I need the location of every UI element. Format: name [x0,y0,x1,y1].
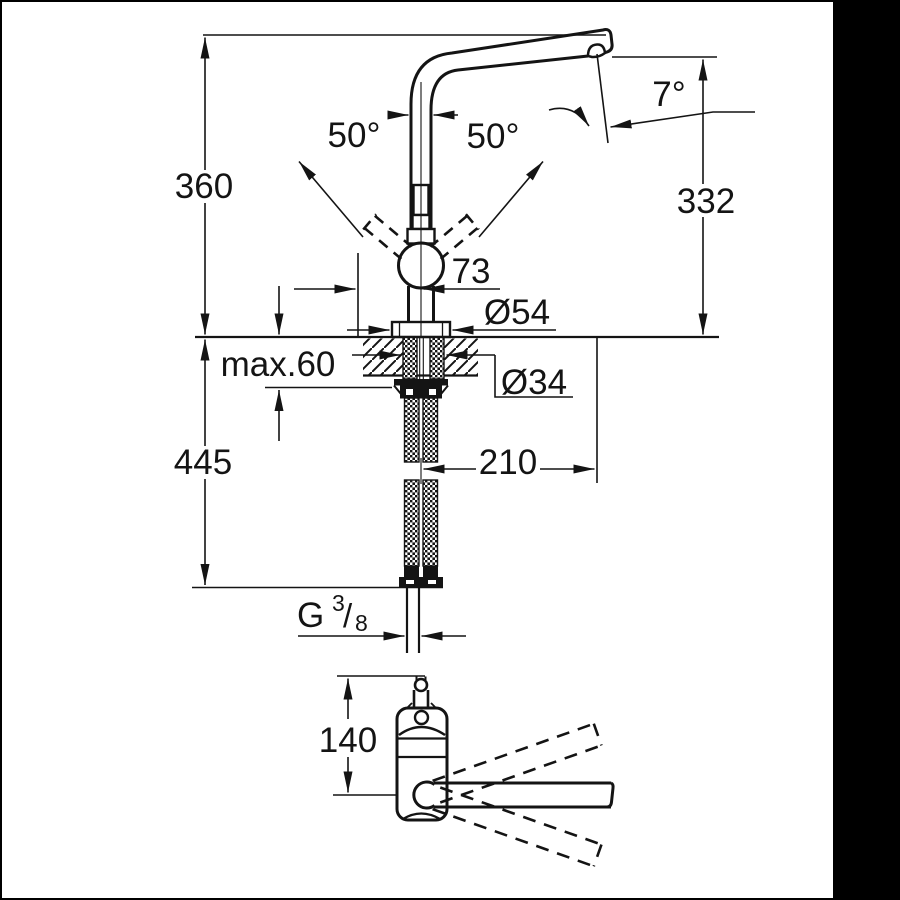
spray-direction-line [596,53,609,144]
spout-swivel-upper-dashed [432,722,603,804]
dim-label-thread-g38: G 3 / 8 [297,590,368,636]
side-view [195,28,719,653]
lever-tip-plan [413,677,429,693]
lever-position-right-dashed [429,213,480,260]
spout-outer-edge [409,28,614,243]
spout-inner-edge [429,54,589,243]
dim-label-swivel-right-50: 50° [467,117,520,156]
supply-hoses [399,397,443,587]
dim-label-outlet-332: 332 [677,182,735,221]
dim-label-outlet-angle-7: 7° [652,75,685,114]
mounting-nut [393,379,449,399]
dim-label-lever-73: 73 [452,252,491,291]
dimension-lines [192,34,755,641]
thread-slash: / [343,597,353,634]
threaded-shank [402,336,445,380]
spout-end-cap-plan [606,781,615,809]
dim-label-base-dia-54: Ø54 [484,293,550,332]
dimension-labels: 360 445 332 50° 50° 7° 73 Ø54 max.60 Ø34… [174,75,735,760]
spout-pivot-collar [412,780,436,810]
right-black-band [833,0,900,900]
dim-label-max-deck-60: max.60 [221,345,336,384]
thread-denominator: 8 [355,610,368,636]
connection-tube [405,587,421,653]
thread-numerator: 3 [332,590,345,616]
dim-label-plan-140: 140 [319,721,377,760]
faucet-body-plan [395,706,449,822]
dim-label-shank-dia-34: Ø34 [501,363,567,402]
top-view [333,675,615,868]
dim-label-depth-445: 445 [174,443,232,482]
dim-label-swivel-left-50: 50° [328,116,381,155]
faucet-body-outline [390,28,614,339]
dim-label-reach-210: 210 [479,443,537,482]
thread-prefix: G [297,596,324,635]
spout-swivel-lower-dashed [432,786,603,868]
dim-label-height-360: 360 [175,167,233,206]
lever-position-left-dashed [362,213,413,260]
